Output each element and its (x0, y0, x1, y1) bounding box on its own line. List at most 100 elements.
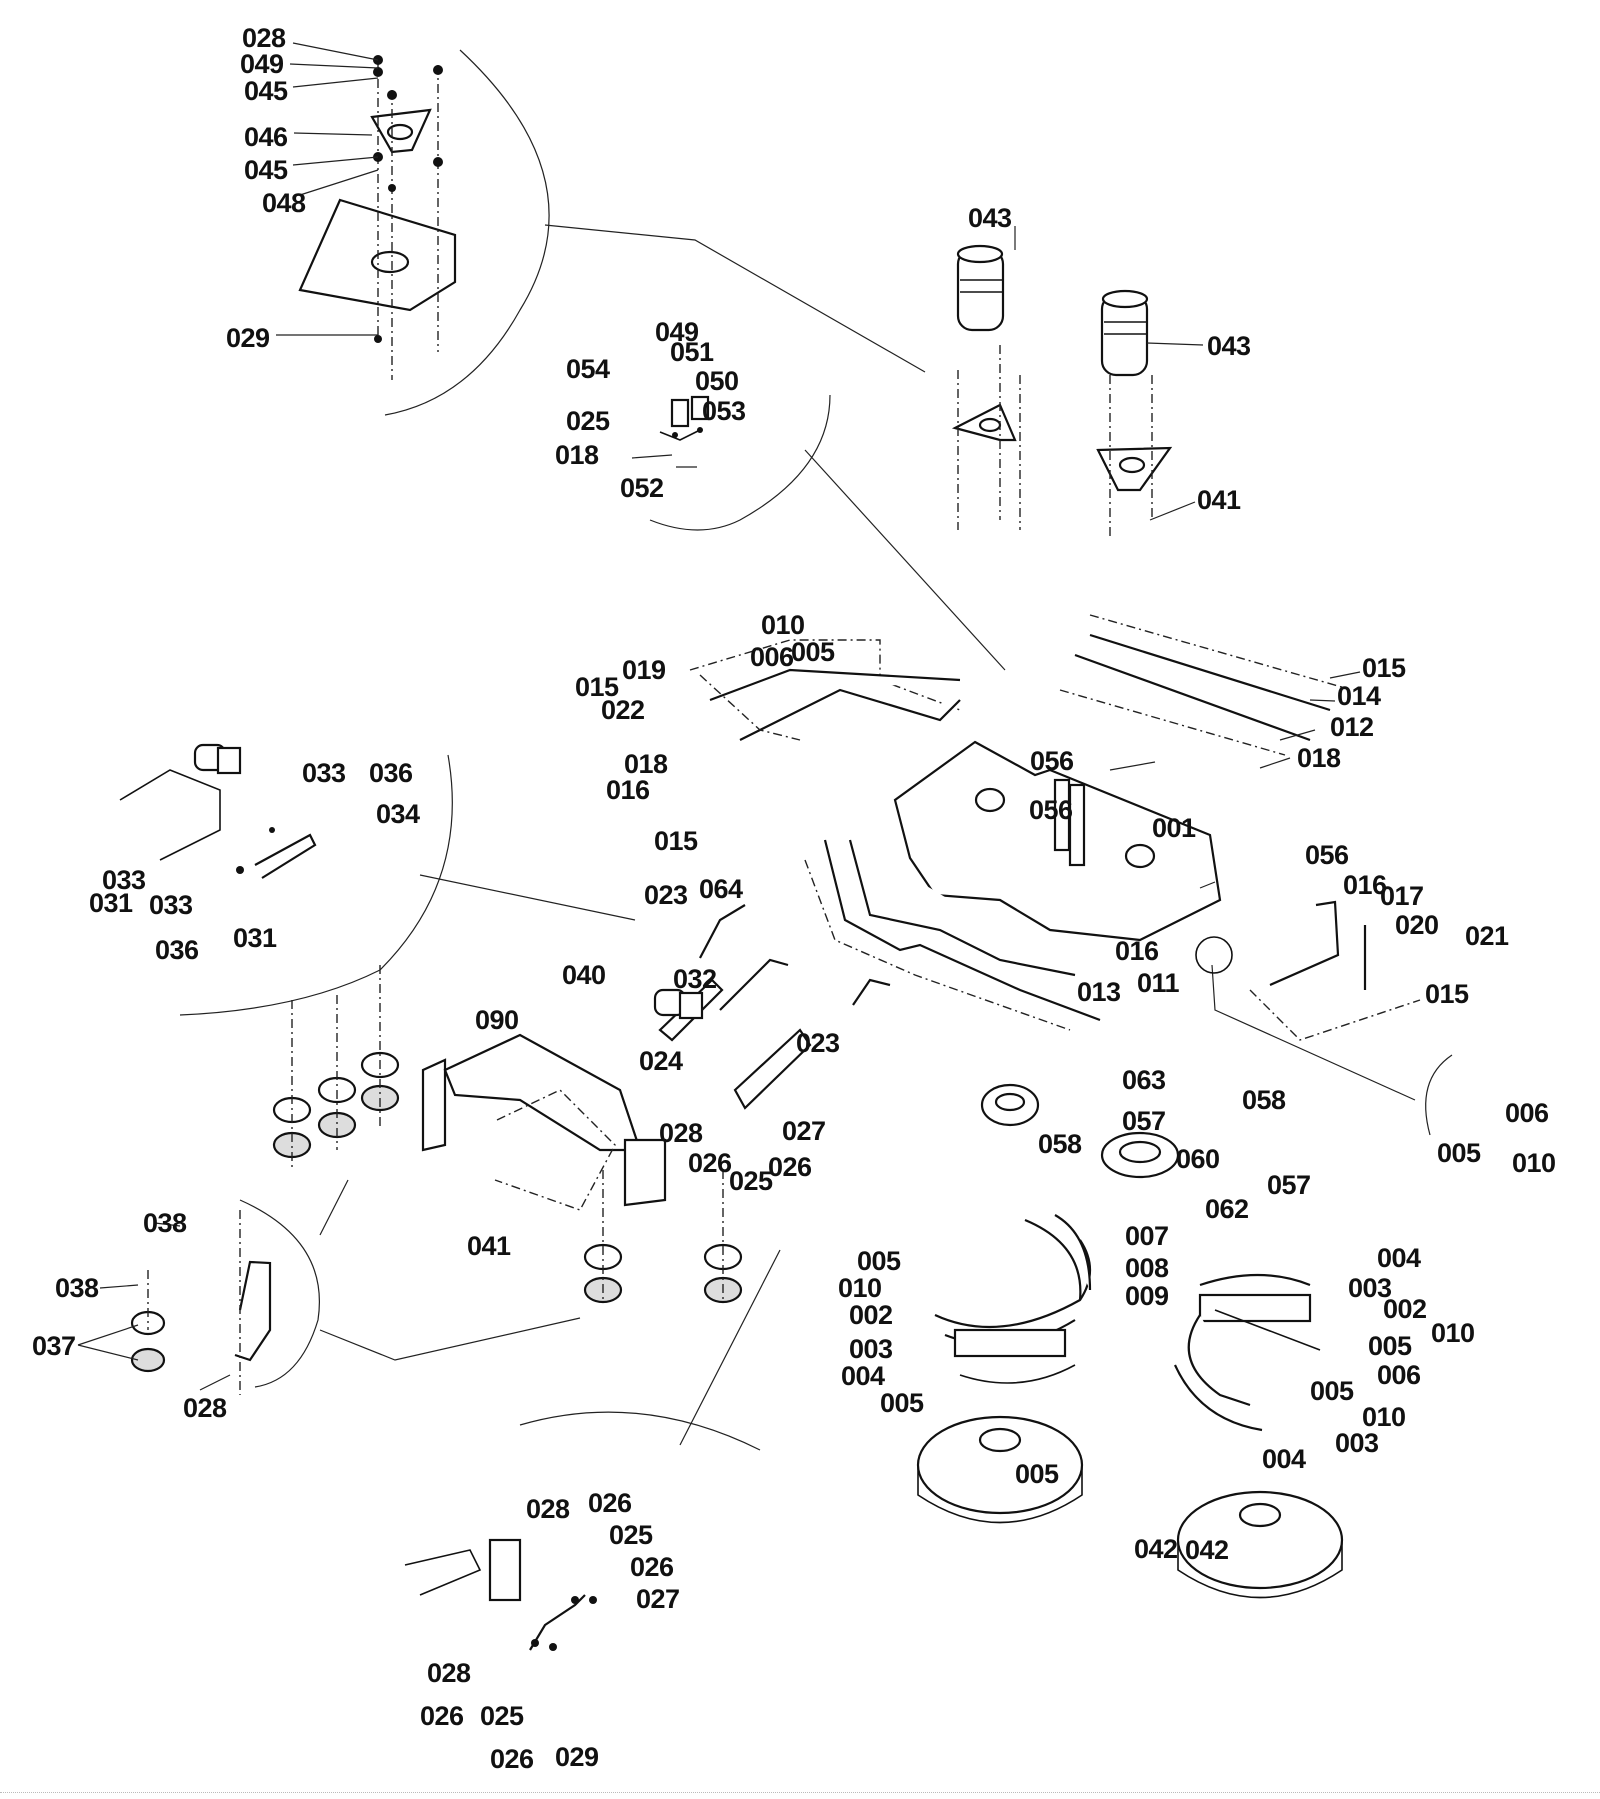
part-label: 052 (620, 473, 664, 503)
frame-090 (421, 1033, 667, 1211)
part-label: 024 (639, 1046, 683, 1076)
part-label: 016 (1115, 936, 1159, 966)
part-label: 056 (1030, 746, 1074, 776)
part-label: 058 (1242, 1085, 1286, 1115)
part-label: 004 (841, 1361, 885, 1391)
air-spring-right (1096, 289, 1173, 540)
part-label: 049 (240, 49, 284, 79)
part-label: 010 (838, 1273, 882, 1303)
connector-line (319, 1317, 581, 1361)
part-label: 018 (1297, 743, 1341, 773)
part-label: 033 (149, 890, 193, 920)
part-label: 005 (880, 1388, 924, 1418)
part-label: 003 (849, 1334, 893, 1364)
part-label: 028 (183, 1393, 227, 1423)
connector-line (419, 874, 636, 921)
part-label: 015 (1425, 979, 1469, 1009)
part-label: 026 (688, 1148, 732, 1178)
part-label: 003 (1348, 1273, 1392, 1303)
part-label: 026 (768, 1152, 812, 1182)
part-label: 050 (695, 366, 739, 396)
part-label: 063 (1122, 1065, 1166, 1095)
part-label: 005 (1015, 1459, 1059, 1489)
part-label: 018 (555, 440, 599, 470)
part-label: 001 (1152, 813, 1196, 843)
part-label: 062 (1205, 1194, 1249, 1224)
part-label: 054 (566, 354, 610, 384)
detail-circle-bottom (519, 1411, 761, 1451)
connector-line (804, 449, 1006, 671)
left-linkage-detail (119, 743, 317, 879)
part-label: 005 (1368, 1331, 1412, 1361)
part-label: 058 (1038, 1129, 1082, 1159)
drum-042-right (1176, 1490, 1344, 1599)
part-label: 043 (968, 203, 1012, 233)
rubber-mounts (272, 965, 743, 1304)
part-label: 045 (244, 76, 288, 106)
part-label: 020 (1395, 910, 1439, 940)
part-label: 041 (467, 1231, 511, 1261)
part-label: 029 (555, 1742, 599, 1772)
part-label: 090 (475, 1005, 519, 1035)
part-label: 023 (644, 880, 688, 910)
part-label: 026 (490, 1744, 534, 1774)
linkage-center (653, 904, 891, 1110)
part-label: 025 (566, 406, 610, 436)
part-label: 027 (636, 1584, 680, 1614)
part-label: 029 (226, 323, 270, 353)
part-label: 004 (1377, 1243, 1421, 1273)
part-label: 005 (791, 637, 835, 667)
part-label: 027 (782, 1116, 826, 1146)
part-label: 034 (376, 799, 420, 829)
part-label: 015 (654, 826, 698, 856)
connector-line (679, 1249, 781, 1446)
part-label: 038 (55, 1273, 99, 1303)
part-label: 026 (630, 1552, 674, 1582)
part-label: 005 (857, 1246, 901, 1276)
part-label: 057 (1267, 1170, 1311, 1200)
part-label: 010 (1431, 1318, 1475, 1348)
page-bottom-divider (0, 1792, 1600, 1793)
rail-013-011 (804, 839, 1101, 1031)
part-label: 010 (761, 610, 805, 640)
connector-line (544, 224, 926, 373)
part-label: 006 (750, 642, 794, 672)
part-label: 015 (575, 672, 619, 702)
part-label: 045 (244, 155, 288, 185)
part-label: 028 (659, 1118, 703, 1148)
part-label: 006 (1377, 1360, 1421, 1390)
connector-line (319, 1179, 349, 1236)
part-label: 057 (1122, 1106, 1166, 1136)
drum-segments-right (1173, 1273, 1321, 1432)
part-label: 009 (1125, 1281, 1169, 1311)
part-label: 018 (624, 749, 668, 779)
part-label: 031 (89, 888, 133, 918)
part-label: 010 (1362, 1402, 1406, 1432)
part-label: 016 (1343, 870, 1387, 900)
part-label: 036 (369, 758, 413, 788)
part-label: 004 (1262, 1444, 1306, 1474)
mount-detail (130, 1210, 272, 1395)
part-label: 002 (849, 1300, 893, 1330)
part-label: 011 (1137, 968, 1180, 998)
drum-042-left (916, 1415, 1084, 1524)
drum-segments-left (934, 1214, 1092, 1384)
part-label: 026 (420, 1701, 464, 1731)
part-label: 056 (1305, 840, 1349, 870)
part-label: 043 (1207, 331, 1251, 361)
part-label: 028 (242, 23, 286, 53)
detail-circle-switch (649, 394, 831, 531)
part-label: 042 (1134, 1534, 1178, 1564)
part-label: 017 (1380, 881, 1424, 911)
part-label: 046 (244, 122, 288, 152)
part-label: 003 (1335, 1428, 1379, 1458)
part-label: 040 (562, 960, 606, 990)
part-label: 049 (655, 317, 699, 347)
part-label: 060 (1176, 1144, 1220, 1174)
part-label: 022 (601, 695, 645, 725)
part-label: 013 (1077, 977, 1121, 1007)
part-label: 025 (480, 1701, 524, 1731)
leader-lines (77, 42, 1361, 1391)
